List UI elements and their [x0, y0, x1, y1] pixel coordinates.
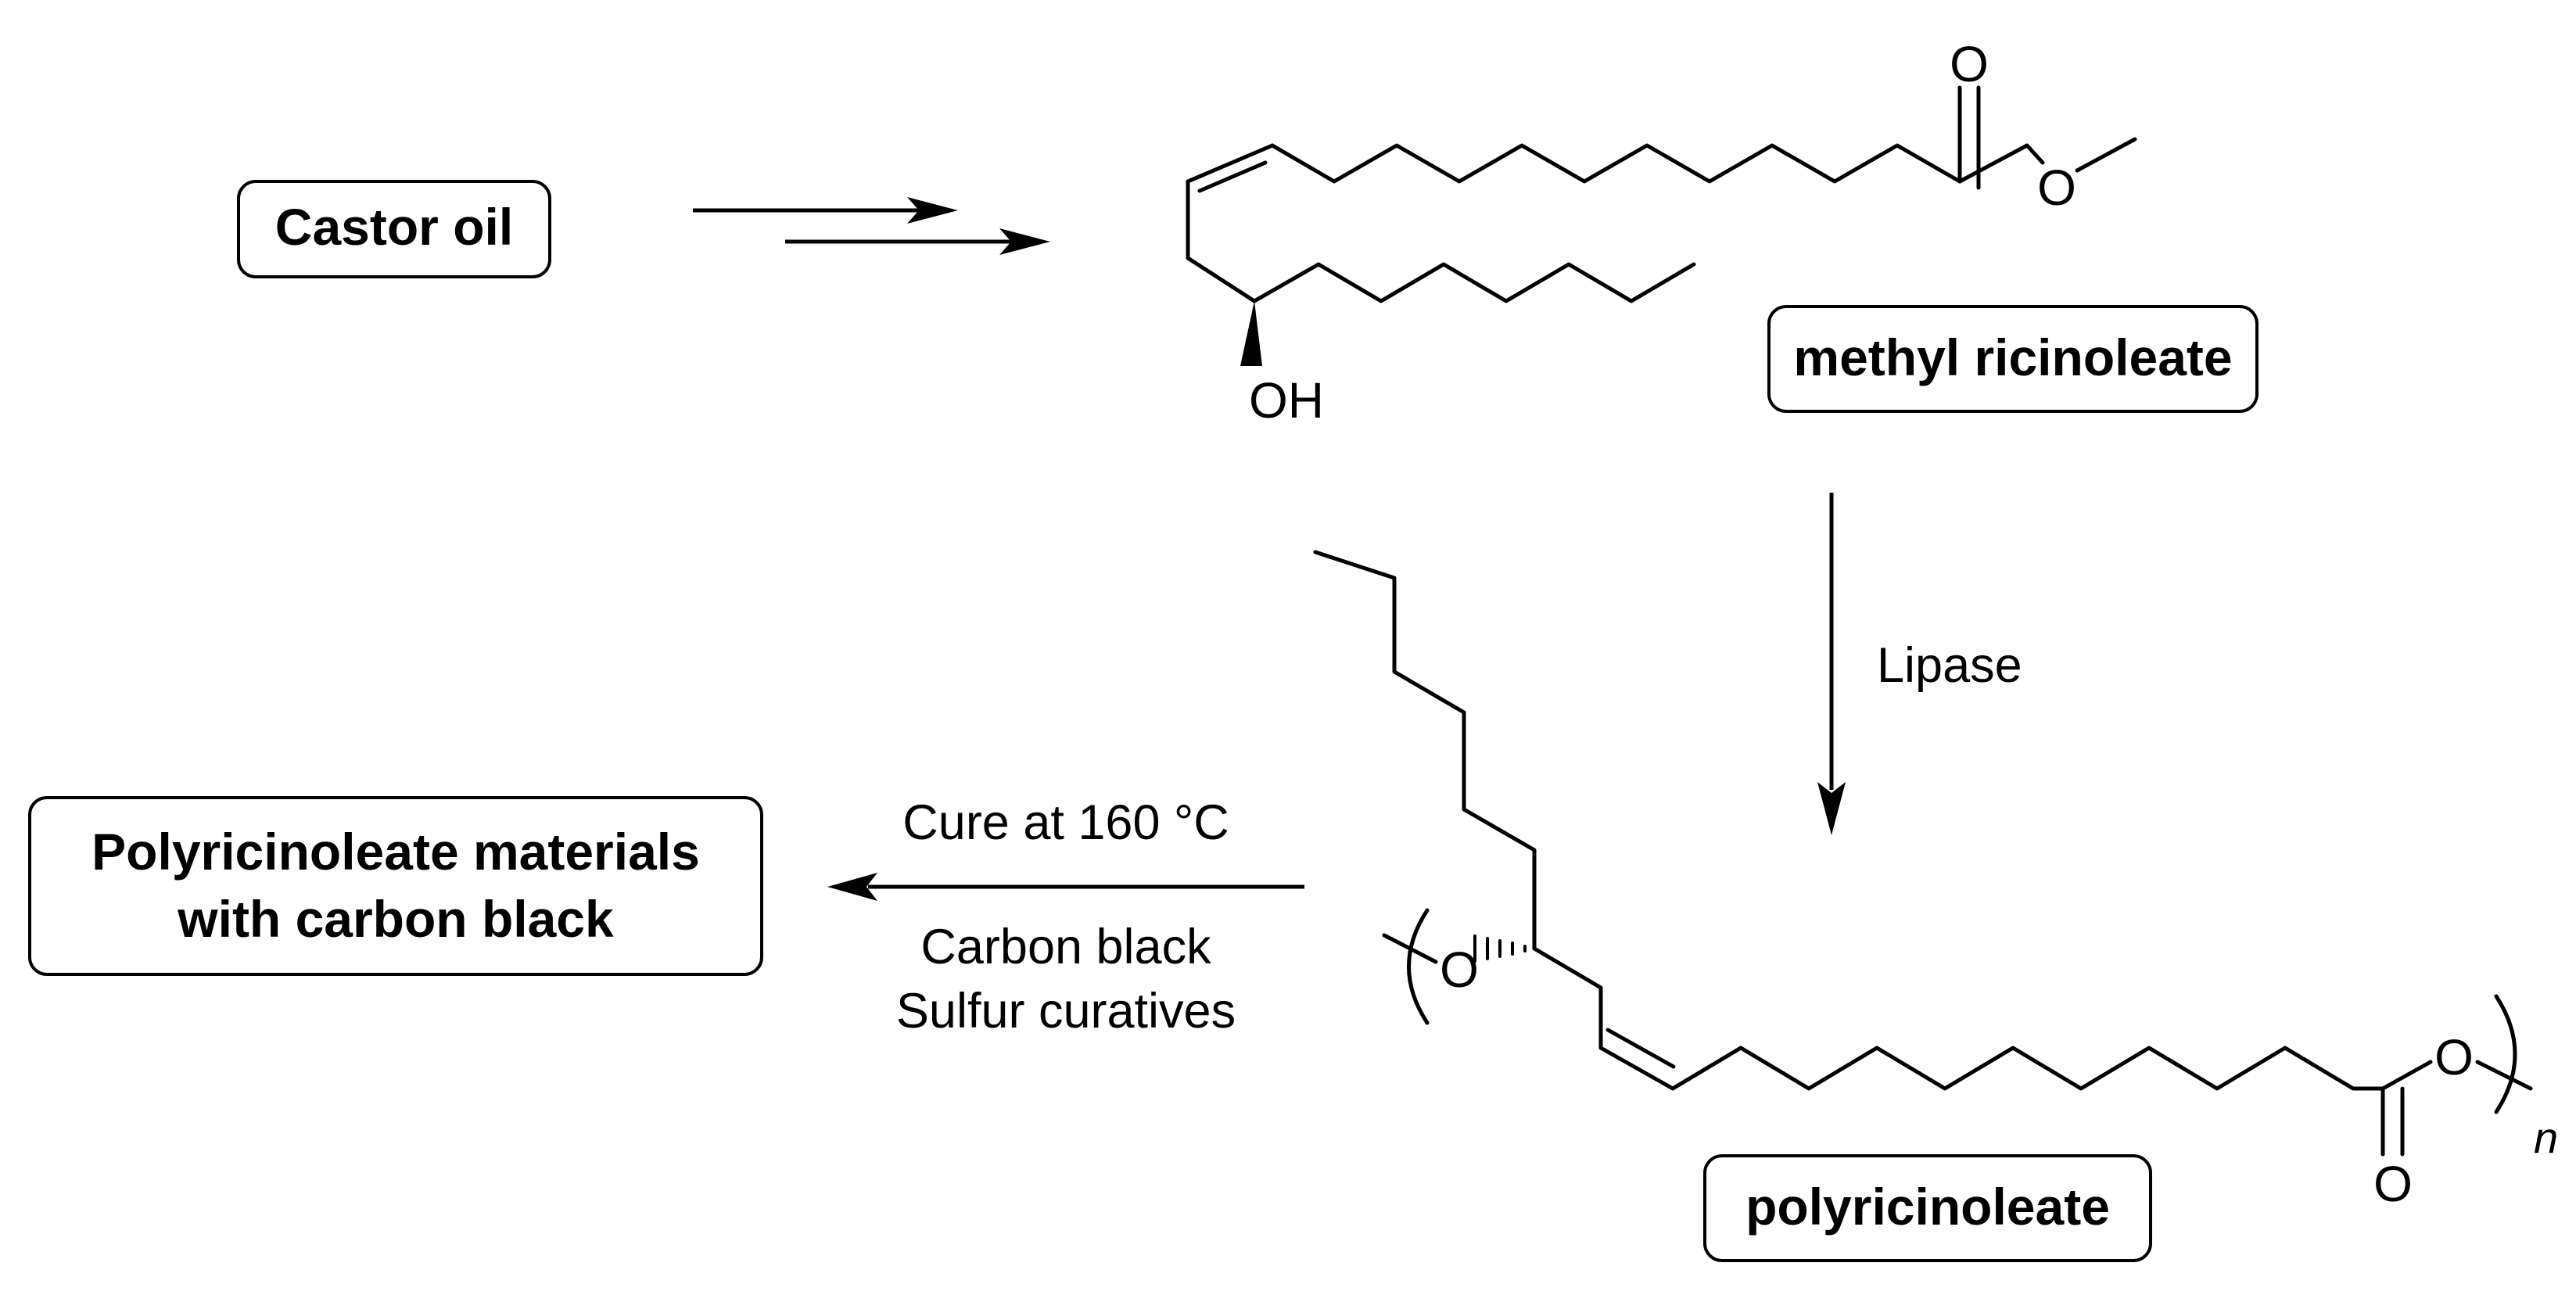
product-box: Polyricinoleate materials with carbon bl…: [28, 796, 763, 976]
methyl-ricinoleate-structure: O O OH: [1186, 36, 2137, 429]
carbon-black-label: Carbon black: [920, 920, 1211, 974]
methyl-ricinoleate-label: methyl ricinoleate: [1793, 328, 2232, 386]
methyl-ricinoleate-box: methyl ricinoleate: [1767, 305, 2258, 413]
ester-oxygen-label: O: [2037, 160, 2076, 216]
carbonyl-oxygen-label: O: [1950, 36, 1989, 92]
cure-condition-label: Cure at 160 °C: [902, 795, 1229, 850]
hydroxyl-label: OH: [1249, 372, 1324, 429]
lipase-arrow: Lipase: [1817, 493, 2022, 835]
hashed-bond: [1473, 934, 1527, 963]
left-bracket: [1407, 908, 1430, 1025]
ether-oxygen-label: O: [1440, 942, 1479, 998]
multistep-arrow: [693, 197, 1050, 255]
castor-oil-label: Castor oil: [275, 198, 513, 256]
lipase-label: Lipase: [1877, 638, 2022, 693]
castor-oil-box: Castor oil: [237, 180, 551, 278]
polyricinoleate-structure: O O O n: [1313, 550, 2558, 1212]
polymer-ester-oxygen-label: O: [2434, 1029, 2474, 1085]
product-label-line-2: with carbon black: [177, 890, 614, 948]
polyricinoleate-box: polyricinoleate: [1703, 1154, 2152, 1262]
polyricinoleate-label: polyricinoleate: [1745, 1178, 2110, 1236]
right-bracket: [2494, 994, 2517, 1114]
repeat-unit-subscript: n: [2534, 1113, 2558, 1162]
sulfur-curatives-label: Sulfur curatives: [896, 984, 1236, 1039]
polymer-carbonyl-oxygen-label: O: [2373, 1156, 2413, 1212]
cure-arrow: Cure at 160 °C Carbon black Sulfur curat…: [827, 795, 1304, 1039]
product-label-line-1: Polyricinoleate materials: [91, 823, 700, 881]
